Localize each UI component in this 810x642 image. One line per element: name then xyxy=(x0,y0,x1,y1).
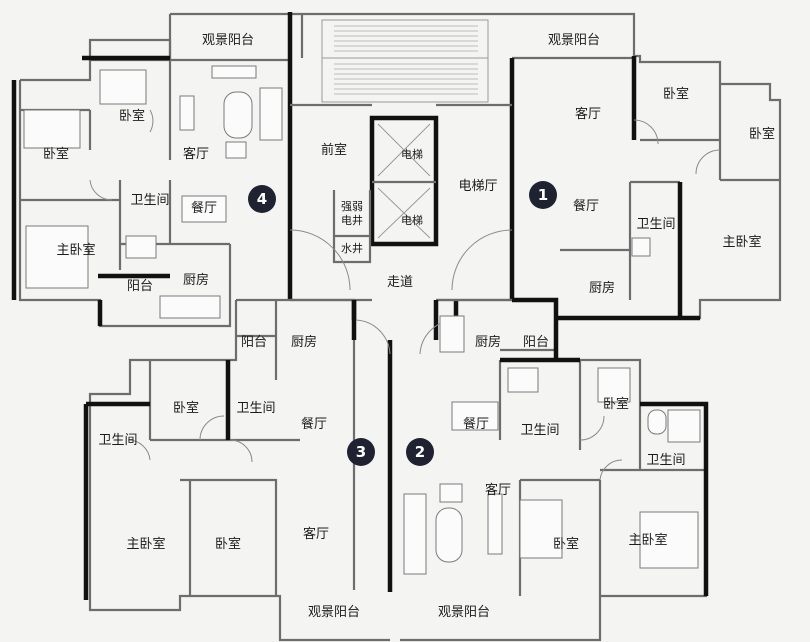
unit-4-bedroom-a-label: 卧室 xyxy=(119,108,145,124)
unit-2-utility-balcony-label: 阳台 xyxy=(523,335,549,350)
unit-1-living-room-label: 客厅 xyxy=(575,106,601,122)
unit-1-bedroom-a-label: 卧室 xyxy=(663,86,689,102)
unit-3-labels: 阳台 厨房 卧室 卫生间 餐厅 卫生间 主卧室 卧室 客厅 观景阳台 xyxy=(98,334,360,620)
core-water-shaft-label: 水井 xyxy=(341,241,363,255)
doors xyxy=(89,109,721,481)
unit-3-bathroom-b-label: 卫生间 xyxy=(98,433,137,448)
unit-3-view-balcony-label: 观景阳台 xyxy=(308,605,360,620)
stairwell xyxy=(321,19,489,103)
core-elevator-hall-label: 电梯厅 xyxy=(458,179,497,194)
unit-1-bedroom-b-label: 卧室 xyxy=(749,126,775,142)
unit-badge-1: 1 xyxy=(529,181,557,209)
core-shaft-label-line-1: 强弱 xyxy=(341,200,363,213)
unit-3-bedroom-b-label: 卧室 xyxy=(215,536,241,552)
core-front-room-label: 前室 xyxy=(321,142,347,158)
unit-1-kitchen-label: 厨房 xyxy=(589,280,615,296)
unit-1-dining-label: 餐厅 xyxy=(573,198,599,214)
core-corridor-label: 走道 xyxy=(387,275,413,290)
unit-3-bathroom-a-label: 卫生间 xyxy=(236,401,275,416)
unit-1-view-balcony-label: 观景阳台 xyxy=(548,33,600,48)
unit-1-labels: 观景阳台 客厅 卧室 卧室 餐厅 卫生间 主卧室 厨房 xyxy=(548,33,775,296)
elevator-shafts xyxy=(377,123,431,239)
unit-1-master-bedroom-label: 主卧室 xyxy=(722,234,761,250)
unit-1-bathroom-label: 卫生间 xyxy=(636,217,675,232)
unit-badge-3: 3 xyxy=(347,438,375,466)
core-shaft-label-line-2: 电井 xyxy=(341,213,363,227)
core-elevator-b-label: 电梯 xyxy=(401,214,423,227)
unit-2-master-bedroom-label: 主卧室 xyxy=(628,532,667,548)
unit-badge-1-number: 1 xyxy=(538,186,548,204)
furniture xyxy=(23,65,701,575)
unit-3-living-room-label: 客厅 xyxy=(303,526,329,542)
unit-2-labels: 厨房 阳台 卧室 餐厅 卫生间 卫生间 客厅 卧室 主卧室 观景阳台 xyxy=(438,334,686,620)
unit-4-master-bedroom-label: 主卧室 xyxy=(56,242,95,258)
unit-3-dining-label: 餐厅 xyxy=(301,416,327,432)
unit-2-dining-label: 餐厅 xyxy=(463,416,489,432)
unit-2-bedroom-b-label: 卧室 xyxy=(553,536,579,552)
unit-4-labels: 观景阳台 卧室 卧室 客厅 卫生间 餐厅 主卧室 阳台 厨房 xyxy=(43,33,254,294)
unit-3-bedroom-a-label: 卧室 xyxy=(173,400,199,416)
unit-4-view-balcony-label: 观景阳台 xyxy=(202,33,254,48)
unit-2-kitchen-label: 厨房 xyxy=(475,334,501,350)
unit-4-bathroom-label: 卫生间 xyxy=(130,193,169,208)
core-labels: 前室 电梯 电梯 电梯厅 强弱 电井 水井 走道 xyxy=(321,142,498,290)
unit-3-kitchen-label: 厨房 xyxy=(291,334,317,350)
unit-2-living-room-label: 客厅 xyxy=(485,482,511,498)
unit-3-master-bedroom-label: 主卧室 xyxy=(126,536,165,552)
unit-2-view-balcony-label: 观景阳台 xyxy=(438,605,490,620)
unit-badge-4-number: 4 xyxy=(257,190,267,208)
unit-4-bedroom-b-label: 卧室 xyxy=(43,146,69,162)
unit-4-dining-label: 餐厅 xyxy=(191,200,217,216)
unit-2-bathroom-a-label: 卫生间 xyxy=(520,423,559,438)
unit-2-bedroom-a-label: 卧室 xyxy=(603,396,629,412)
unit-4-living-room-label: 客厅 xyxy=(183,146,209,162)
unit-2-bathroom-b-label: 卫生间 xyxy=(646,453,685,468)
core-elevator-a-label: 电梯 xyxy=(401,148,423,161)
unit-badge-4: 4 xyxy=(248,185,276,213)
unit-badge-3-number: 3 xyxy=(356,443,366,461)
unit-3-utility-balcony-label: 阳台 xyxy=(241,335,267,350)
unit-4-utility-balcony-label: 阳台 xyxy=(127,279,153,294)
unit-badge-2-number: 2 xyxy=(415,443,425,461)
unit-4-kitchen-label: 厨房 xyxy=(183,272,209,288)
unit-badge-2: 2 xyxy=(406,438,434,466)
